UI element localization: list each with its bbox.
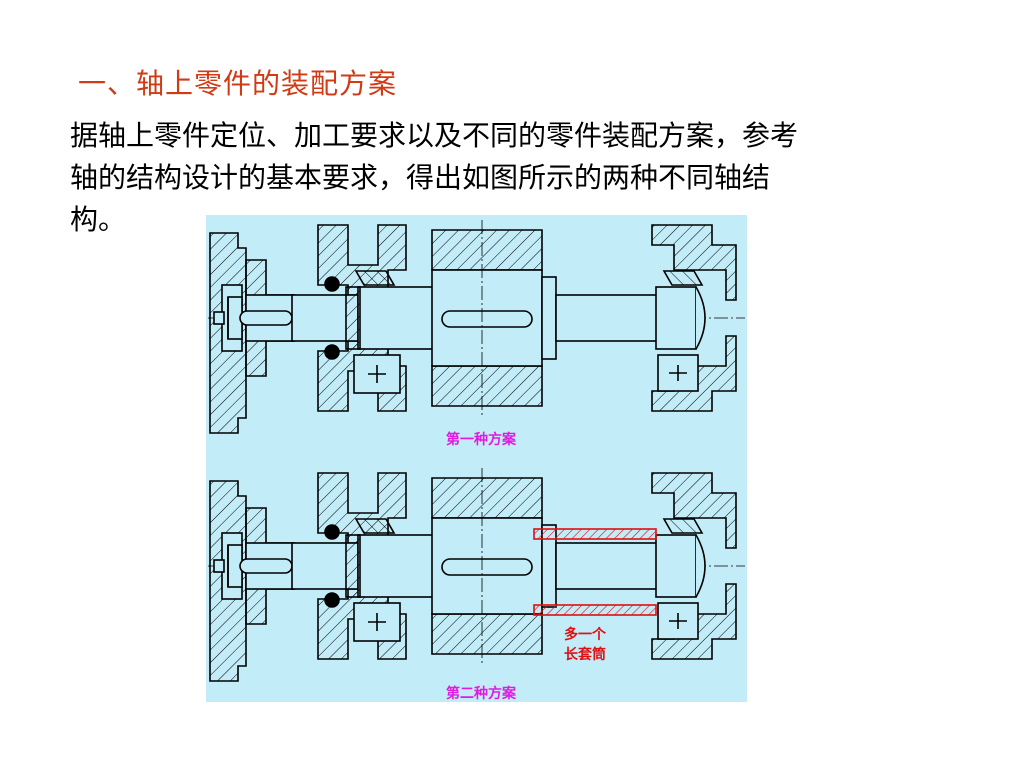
body-paragraph: 据轴上零件定位、加工要求以及不同的零件装配方案，参考 轴的结构设计的基本要求，得… <box>70 115 970 241</box>
long-sleeve-top <box>533 528 657 540</box>
body-line-3: 构。 <box>70 203 127 236</box>
long-sleeve-annotation: 多一个 长套筒 <box>564 625 606 665</box>
annotation-line-2: 长套筒 <box>564 647 606 663</box>
long-sleeve-bottom <box>533 604 657 616</box>
shaft-drawings <box>207 219 746 682</box>
shaft-assembly-figure: 第一种方案 多一个 长套筒 第二种方案 <box>206 215 747 702</box>
scheme-2-caption: 第二种方案 <box>446 686 516 702</box>
scheme-1-caption: 第一种方案 <box>446 432 516 448</box>
body-line-2: 轴的结构设计的基本要求，得出如图所示的两种不同轴结 <box>70 161 771 194</box>
body-line-1: 据轴上零件定位、加工要求以及不同的零件装配方案，参考 <box>70 119 799 152</box>
slide-heading: 一、轴上零件的装配方案 <box>78 67 398 100</box>
scheme-1-drawing <box>207 219 746 434</box>
annotation-line-1: 多一个 <box>564 627 606 643</box>
scheme-2-drawing <box>207 467 746 682</box>
